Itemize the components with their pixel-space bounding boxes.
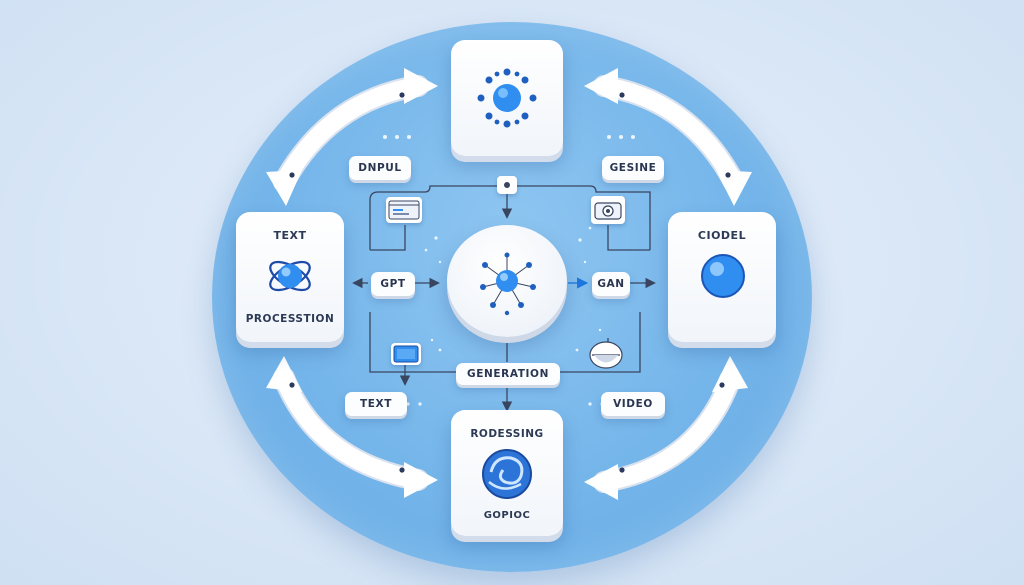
central-hub[interactable] <box>447 225 567 337</box>
right-node-title: CIODEL <box>697 229 747 242</box>
label-gan: GAN <box>592 272 630 296</box>
left-node-subtitle: PROCESSTION <box>245 313 335 325</box>
left-node-title: TEXT <box>273 229 307 242</box>
lens-dome-icon <box>588 340 624 370</box>
bottom-node-card[interactable]: RODESSING GOPIOC <box>451 410 563 536</box>
arc-bottom-right-head-a <box>584 464 618 500</box>
label-video: VIDEO <box>601 392 665 416</box>
cycle-arrows <box>266 68 752 500</box>
right-node-card[interactable]: CIODEL <box>668 212 776 342</box>
upper-bus-line <box>369 185 651 250</box>
bottom-node-title: RODESSING <box>470 428 544 440</box>
image-frame-icon <box>391 343 421 365</box>
arc-top-left-head-a <box>404 68 438 104</box>
label-gpt: GPT <box>371 272 415 296</box>
arc-bottom-right-head-b <box>712 356 748 392</box>
dot-cluster-icon <box>477 68 537 128</box>
atom-icon <box>269 260 311 292</box>
camera-icon <box>591 196 625 224</box>
sparkle-dots <box>383 135 635 406</box>
top-node-card[interactable] <box>451 40 563 156</box>
connector-node-top <box>497 176 517 194</box>
network-node-icon <box>480 252 536 316</box>
swirl-icon <box>482 449 532 499</box>
label-dnpul: DNPUL <box>349 156 411 180</box>
upper-right-drop <box>607 225 650 251</box>
bottom-node-subtitle: GOPIOC <box>483 510 531 521</box>
left-node-card[interactable]: TEXT PROCESSTION <box>236 212 344 342</box>
arc-top-right-head-a <box>584 68 618 104</box>
label-gesine: GESINE <box>602 156 664 180</box>
browser-window-icon <box>386 197 422 223</box>
label-generation: GENERATION <box>456 363 560 385</box>
upper-left-drop <box>370 225 406 251</box>
arc-bottom-left-head-a <box>266 356 302 392</box>
label-text: TEXT <box>345 392 407 416</box>
arc-top-left-head-b <box>266 170 302 206</box>
arc-top-right-head-b <box>716 170 752 206</box>
arc-bottom-left-head-b <box>404 462 438 498</box>
sphere-icon <box>701 254 745 298</box>
